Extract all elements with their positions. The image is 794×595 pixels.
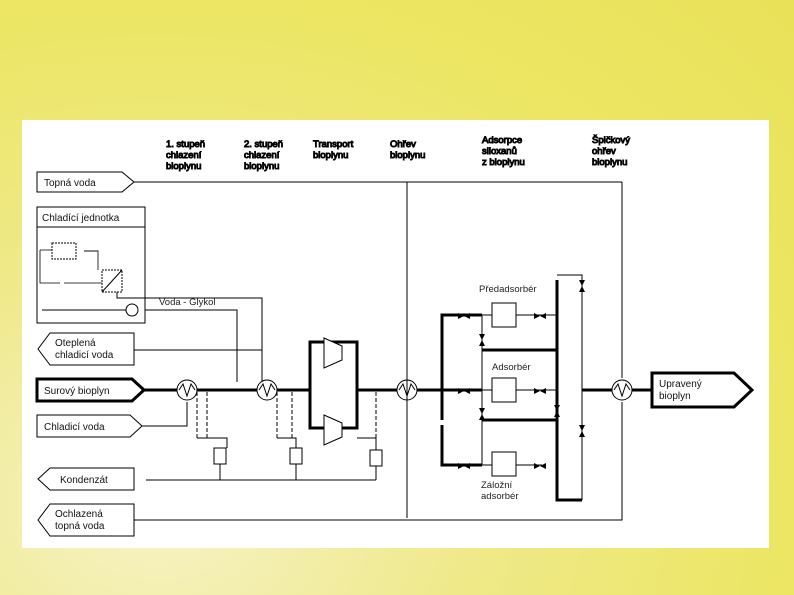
chladici-voda-label: Chladicí voda [44,422,105,433]
topna-voda-label: Topná voda [44,178,96,189]
adsorption-label: Adsorpce [482,135,522,146]
heat-exchanger-1-icon [176,379,198,401]
heating-label: Ohřev [390,139,416,150]
adsorber-box [491,377,517,403]
kondenzat-label: Kondenzát [60,475,108,486]
zalozni-adsorber-box [491,451,517,477]
chladici-jednotka-box [36,206,146,324]
predadsorber-box [491,302,517,328]
stage1-line1: 1. stupeň [166,139,205,150]
chladici-jednotka-label: Chladící jednotka [42,213,120,224]
ochlazena-box [37,503,135,537]
kondenzat-box [37,467,135,491]
topna-voda-box [36,171,135,193]
adsorber-label: Adsorbér [492,362,531,373]
oteplena-box [37,332,135,366]
surovy-bioplyn-label: Surový bioplyn [44,386,110,397]
separator-3 [369,449,383,467]
peak-heating-label: Špičkový [592,135,630,146]
upraveny-bioplyn-box [650,371,755,409]
blower-2-icon [323,414,343,446]
separator-1 [213,447,227,465]
stage2-line1: 2. stupeň [244,139,283,150]
separator-2 [289,447,303,465]
voda-glykol-label: Voda - Glykol [159,297,216,308]
blower-1-icon [323,337,343,369]
surovy-bioplyn-box [35,377,147,403]
transport-label: Transport [313,139,354,150]
heat-exchanger-2-icon [256,379,278,401]
chladici-voda-box [36,414,143,438]
predadsorber-label: Předadsorbér [479,284,537,295]
